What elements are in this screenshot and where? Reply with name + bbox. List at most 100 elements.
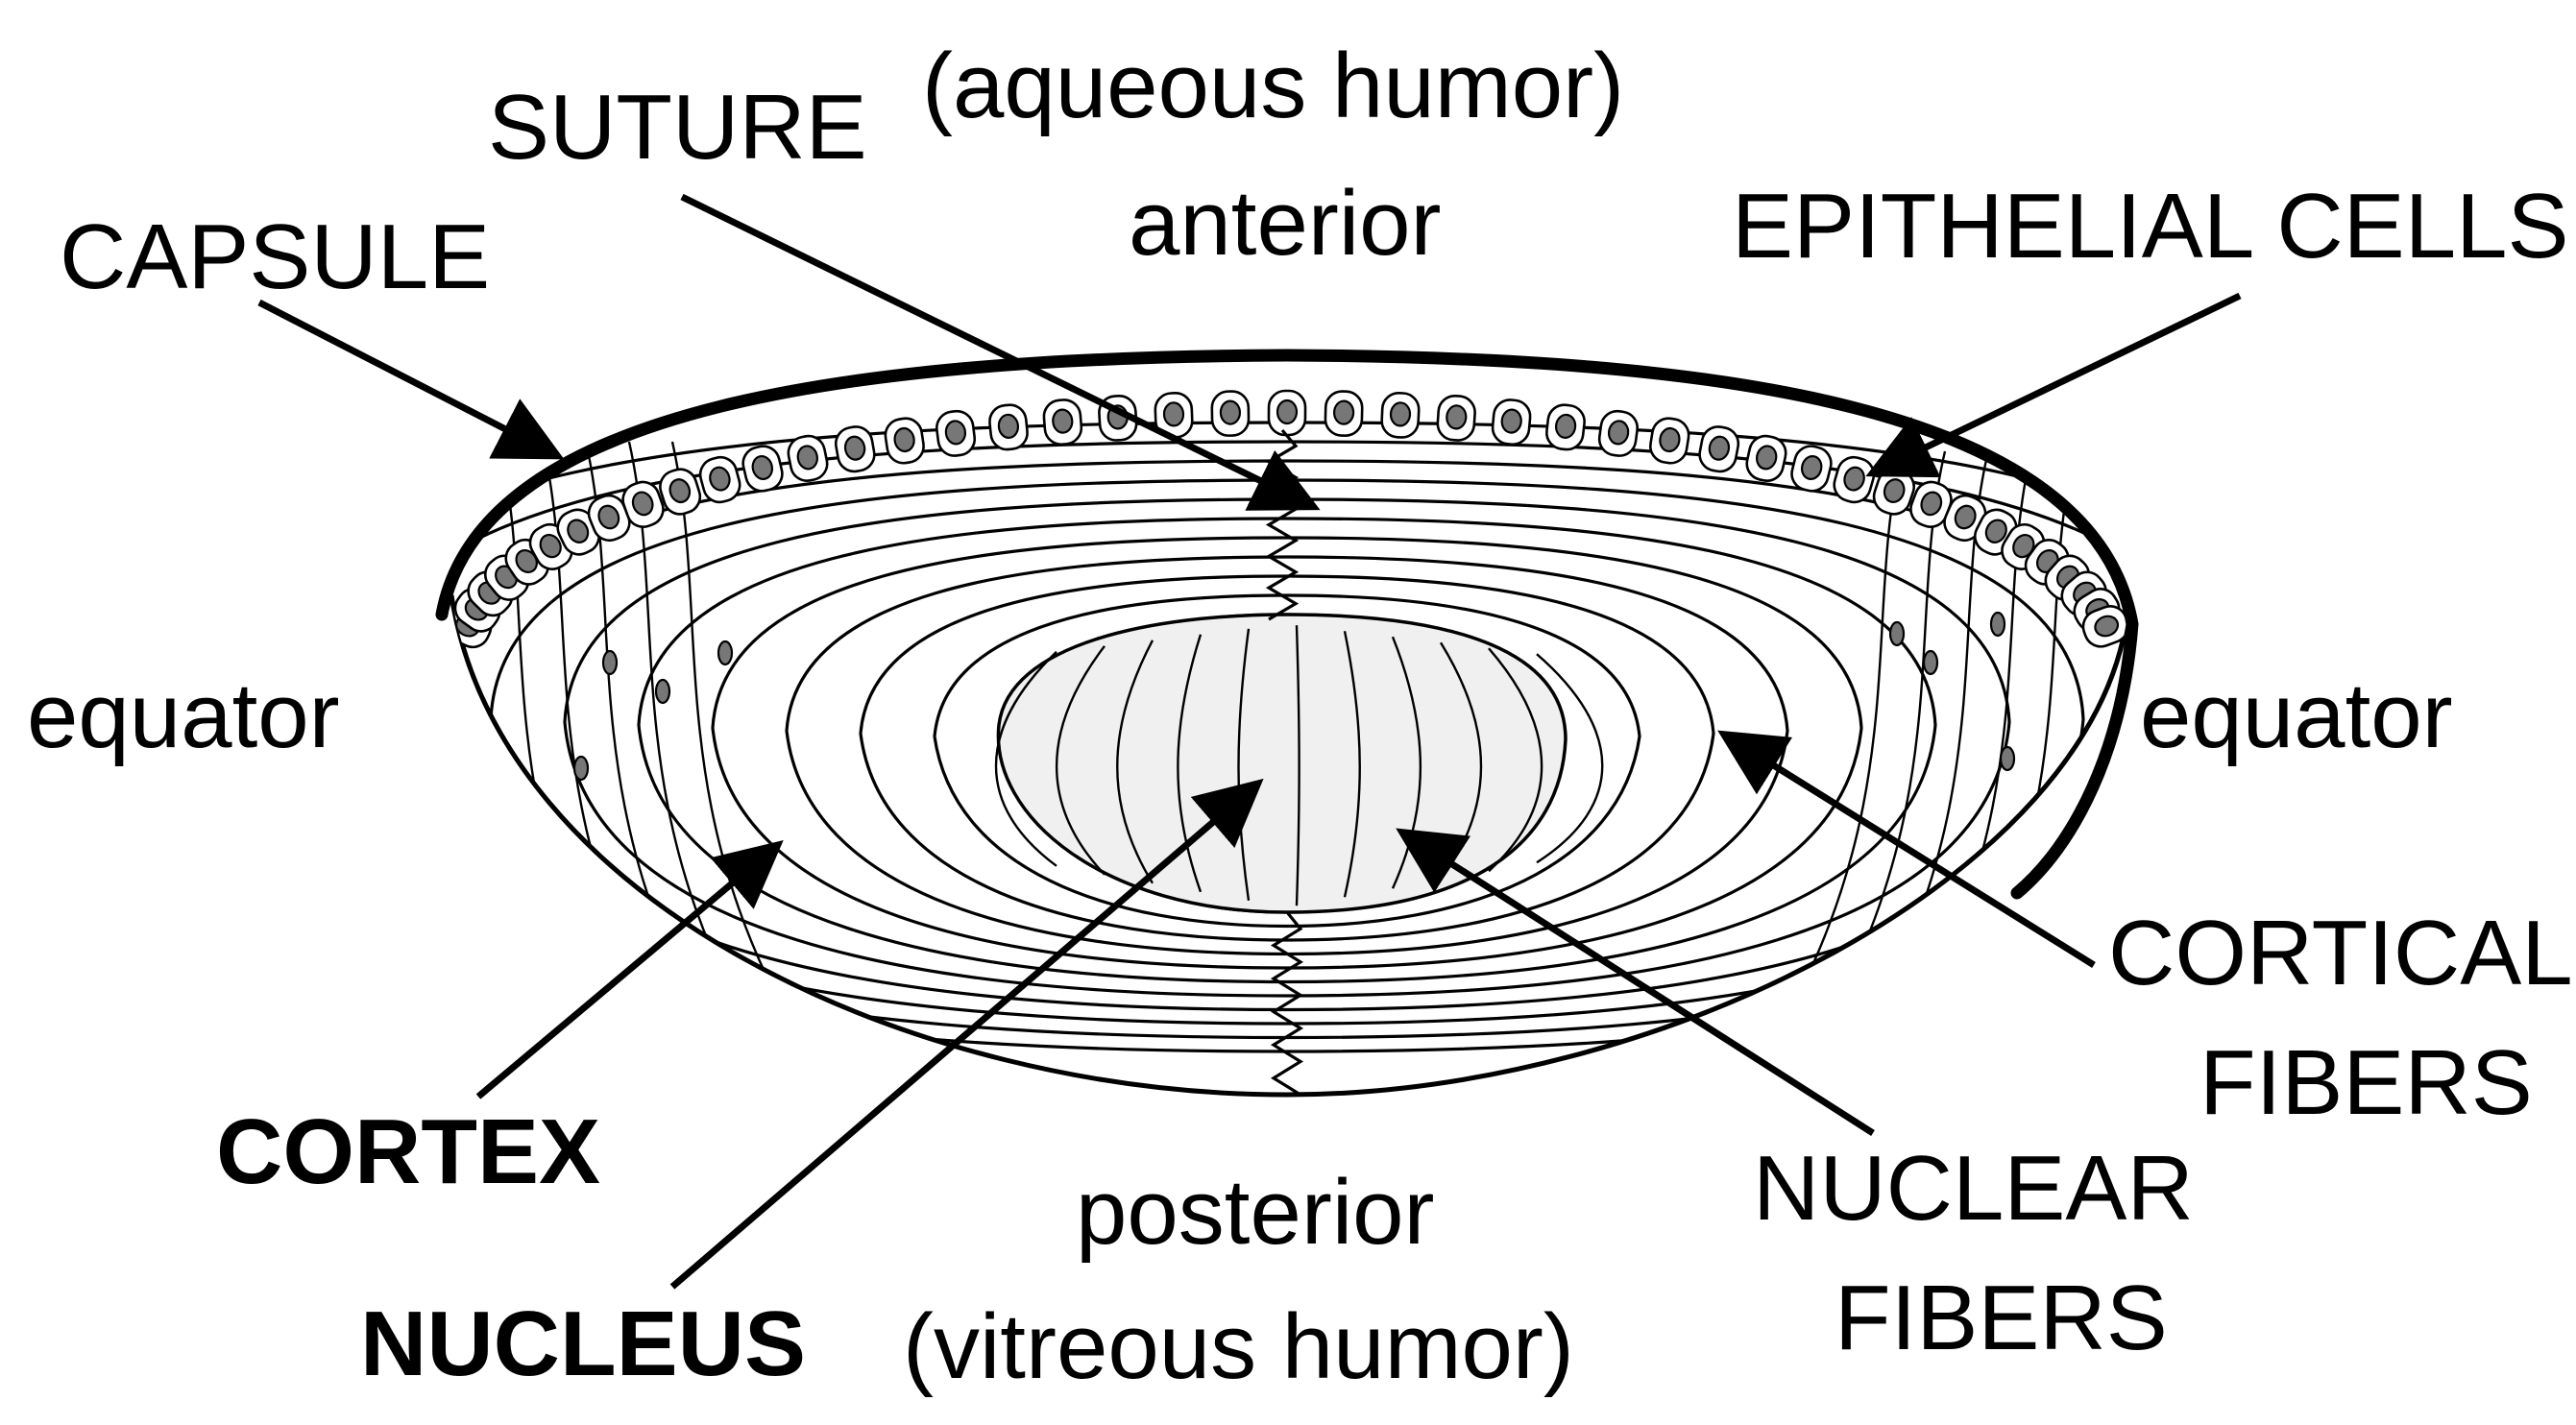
epithelial-cell [1545, 403, 1586, 451]
equatorial-fiber [1785, 450, 1904, 1019]
epithelial-cell [1649, 417, 1690, 465]
cell-nucleus [1800, 455, 1823, 480]
epithelial-cell [1380, 392, 1421, 439]
cell-nucleus [944, 420, 967, 446]
epithelial-cell-layer [451, 389, 2127, 649]
lens-capsule [435, 349, 2139, 900]
pointer-arrows [257, 193, 2242, 1290]
fiber-ring [563, 497, 2011, 998]
epithelial-cell [884, 417, 925, 465]
cell-nucleus [1276, 399, 1299, 425]
equatorial-fiber [670, 441, 790, 1019]
anterior-suture [1265, 428, 1300, 621]
label-nucleus: NUCLEUS [360, 1292, 806, 1395]
epithelial-cell [1698, 425, 1740, 473]
cell-nucleus [997, 413, 1020, 439]
epithelial-cell [1833, 455, 1876, 504]
epithelial-cell [935, 409, 977, 457]
label-equator-left: equator [27, 664, 340, 767]
cell-nucleus [1500, 408, 1522, 434]
fiber-ring [489, 478, 2085, 1012]
nuclear-fiber [1295, 625, 1300, 906]
nuclear-fiber [1488, 647, 1543, 873]
epithelial-cell [1042, 399, 1083, 447]
label-anterior: anterior [1129, 172, 1442, 275]
epithelial-cell [1267, 389, 1307, 437]
label-cortical: CORTICAL [2108, 902, 2573, 1004]
epithelial-cell [1909, 480, 1953, 528]
cell-nucleus [1052, 408, 1074, 434]
epithelial-cell [1597, 409, 1640, 457]
cell-nucleus [893, 426, 915, 453]
cell-nucleus [1219, 399, 1242, 425]
cortex-arrow [475, 839, 784, 1099]
fiber-nucleus [572, 755, 590, 782]
cell-nucleus [1883, 478, 1906, 504]
epithelial-cell [787, 434, 829, 482]
cell-nucleus [631, 491, 654, 517]
label-capsule: CAPSULE [60, 205, 490, 308]
cell-nucleus [1554, 413, 1577, 439]
cell-nucleus [796, 445, 818, 471]
suture-arrow [680, 193, 1321, 511]
fiber-ring [451, 459, 2127, 1026]
label-nuclear-fibers: FIBERS [1835, 1267, 2168, 1369]
cell-nucleus [1446, 404, 1468, 430]
nucleus-arrow [669, 778, 1264, 1290]
label-nuclear: NUCLEAR [1753, 1137, 2194, 1240]
epithelial-cell [1491, 399, 1532, 447]
fiber-ring [711, 536, 1863, 970]
nuclear-fiber [994, 650, 1057, 867]
epithelial-cell [1790, 445, 1833, 493]
cell-nucleus [1984, 519, 2007, 543]
epithelial-cell [698, 455, 741, 504]
capsule-arrow [257, 299, 565, 460]
fiber-nucleus [1999, 745, 2016, 772]
fiber-nucleus [654, 678, 671, 705]
epithelial-cell [1324, 390, 1364, 437]
fiber-nucleus [1922, 649, 1939, 676]
epithelial-arrow [1865, 292, 2242, 478]
epithelial-cell [556, 508, 600, 556]
epithelial-cell [2081, 605, 2127, 648]
cell-nucleus [1708, 435, 1731, 461]
epithelial-cell [621, 480, 665, 528]
epithelial-cell [834, 425, 876, 473]
label-suture: SUTURE [488, 76, 867, 179]
nuclear-fiber [1536, 653, 1604, 864]
fiber-ring [637, 517, 1937, 984]
labels: (aqueous humor) SUTURE anterior CAPSULE … [27, 35, 2573, 1398]
epithelial-cell [741, 445, 784, 493]
cell-nucleus [2094, 615, 2120, 638]
epithelial-cell [988, 403, 1029, 451]
cell-nucleus [567, 519, 590, 543]
epithelial-cell [1210, 390, 1251, 437]
cell-nucleus [751, 454, 774, 481]
cell-nucleus [1954, 504, 1977, 530]
cortical-fibers-arrow [1717, 730, 2096, 968]
posterior-suture [1270, 910, 1304, 1097]
label-posterior: posterior [1076, 1161, 1435, 1264]
label-vitreous-humor: (vitreous humor) [903, 1295, 1574, 1398]
fiber-nucleus [601, 649, 619, 676]
cell-nucleus [843, 435, 866, 461]
label-epithelial-cells: EPITHELIAL CELLS [1732, 175, 2569, 278]
epithelial-cell [1745, 434, 1787, 482]
fiber-nucleus [717, 640, 734, 666]
nuclear-fibers [994, 625, 1604, 906]
nuclear-fiber [1116, 640, 1154, 884]
label-aqueous-humor: (aqueous humor) [922, 35, 1624, 137]
fiber-nucleus [1989, 611, 2006, 638]
cell-nucleus [539, 533, 562, 559]
cell-nucleus [1756, 445, 1778, 471]
cell-nucleus [597, 504, 620, 530]
epithelial-cell [659, 468, 702, 516]
cell-nucleus [1162, 401, 1185, 427]
cell-nucleus [668, 478, 692, 504]
cell-nucleus [1607, 420, 1630, 446]
cell-nucleus [709, 466, 731, 492]
cell-nucleus [1332, 399, 1355, 425]
nuclear-fiber [1343, 630, 1361, 898]
epithelial-cell [1436, 394, 1476, 442]
